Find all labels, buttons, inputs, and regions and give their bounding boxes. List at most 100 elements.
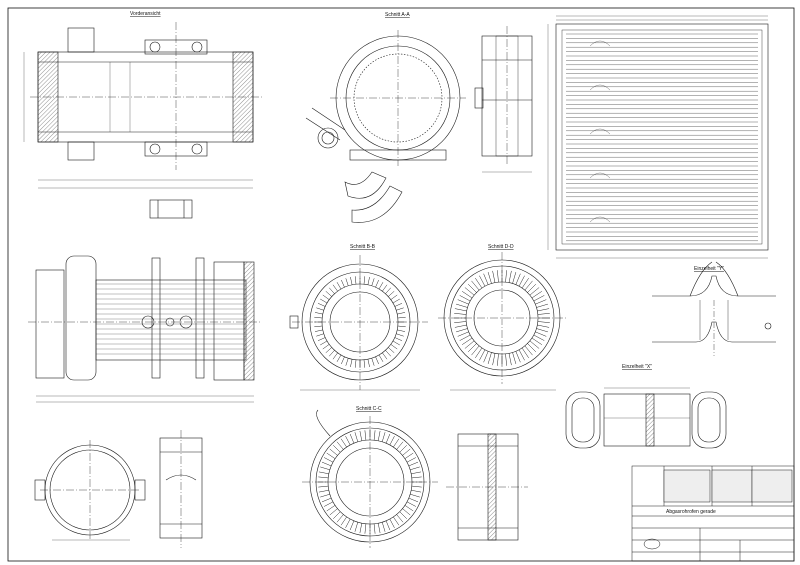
drawing-line: [459, 334, 471, 341]
section-c-tube-ring: [318, 430, 422, 534]
drawing-line: [320, 466, 330, 471]
drawing-line: [527, 283, 537, 293]
drawing-line: [378, 282, 384, 290]
drawing-line: [333, 445, 341, 453]
drawing-line: [378, 354, 384, 362]
drawing-line: [321, 461, 332, 467]
drawing-line: [527, 343, 537, 353]
drawing-line: [508, 353, 512, 366]
drawing-line: [388, 291, 395, 297]
drawing-line: [397, 316, 406, 319]
drawing-line: [385, 433, 391, 444]
drawing-line: [399, 445, 407, 453]
drawing-line: [321, 497, 332, 503]
drawing-line: [367, 359, 370, 368]
drawing-line: [467, 343, 477, 353]
drawing-line: [320, 298, 328, 304]
drawing-line: [354, 359, 357, 368]
drawing-line: [512, 272, 517, 284]
drawing-line: [314, 329, 323, 332]
drawing-line: [536, 303, 548, 308]
drawing-line: [332, 284, 338, 292]
detail-y-title: Einzelheit "Y": [694, 266, 724, 272]
drawing-line: [390, 344, 398, 350]
drawing-line: [396, 307, 404, 311]
drawing-line: [524, 280, 533, 291]
drawing-line: [533, 334, 545, 341]
drawing-line: [329, 508, 338, 516]
drawing-line: [531, 291, 543, 299]
drawing-line: [359, 523, 363, 534]
drawing-line: [394, 337, 403, 341]
section-a-view: [305, 30, 466, 223]
drawing-line: [529, 340, 540, 349]
drawing-line: [402, 508, 411, 516]
drawing-line: [464, 340, 475, 349]
drawing-line: [354, 522, 359, 532]
drawing-line: [533, 295, 545, 302]
drawing-line: [381, 522, 386, 532]
detail-y-view: [652, 261, 776, 356]
drawing-line: [377, 430, 381, 441]
drawing-line: [531, 337, 543, 345]
drawing-line: [410, 466, 420, 471]
section-b-tube-ring: [314, 276, 406, 368]
drawing-line: [333, 511, 341, 519]
drawing-line: [318, 489, 329, 493]
drawing-line: [397, 325, 406, 328]
section-b-title: Schnitt B-B: [350, 244, 376, 250]
front-view-tubes: [96, 283, 246, 355]
drawing-line: [349, 433, 355, 444]
drawing-line: [373, 523, 376, 534]
drawing-line: [336, 282, 342, 290]
drawing-line: [411, 485, 422, 488]
drawing-line: [396, 514, 404, 523]
drawing-line: [314, 325, 323, 328]
drawing-line: [508, 270, 512, 283]
drawing-line: [375, 356, 379, 365]
drawing-line: [537, 324, 550, 328]
drawing-line: [388, 347, 395, 353]
drawing-line: [371, 278, 375, 286]
drawing-line: [323, 501, 334, 507]
drawing-line: [345, 358, 349, 366]
drawing-line: [536, 328, 548, 333]
drawing-line: [318, 471, 329, 475]
drawing-line: [492, 270, 496, 283]
drawing-line: [340, 438, 347, 448]
drawing-line: [320, 340, 328, 346]
drawing-line: [479, 349, 486, 361]
drawing-line: [404, 505, 414, 512]
drawing-line: [363, 276, 366, 285]
drawing-line: [394, 303, 403, 307]
drawing-line: [317, 337, 326, 341]
section-c-title: Schnitt C-C: [356, 406, 382, 412]
drawing-line: [354, 432, 359, 442]
drawing-line: [529, 287, 540, 296]
drawing-line: [483, 351, 489, 363]
drawing-line: [521, 277, 529, 289]
drawing-line: [411, 476, 422, 479]
cylinder-partial-view: [446, 433, 528, 541]
section-d-tube-ring: [454, 270, 550, 366]
drawing-line: [323, 457, 334, 463]
title-block: [631, 465, 795, 562]
drawing-line: [393, 516, 400, 526]
drawing-line: [340, 516, 347, 526]
side-view: [23, 22, 262, 189]
drawing-line: [314, 316, 323, 319]
tube-bank-view: [555, 23, 769, 251]
drawing-line: [364, 430, 367, 441]
drawing-line: [457, 331, 469, 337]
drawing-line: [377, 523, 381, 534]
detail-x-title: Einzelheit "X": [622, 364, 652, 370]
drawing-line: [345, 435, 351, 446]
drawing-line: [537, 321, 550, 323]
drawing-line: [467, 283, 477, 293]
drawing-line: [505, 353, 507, 366]
drawing-line: [382, 284, 388, 292]
drawing-line: [471, 280, 480, 291]
drawing-line: [524, 345, 533, 356]
drawing-line: [408, 461, 419, 467]
drawing-line: [475, 347, 483, 359]
